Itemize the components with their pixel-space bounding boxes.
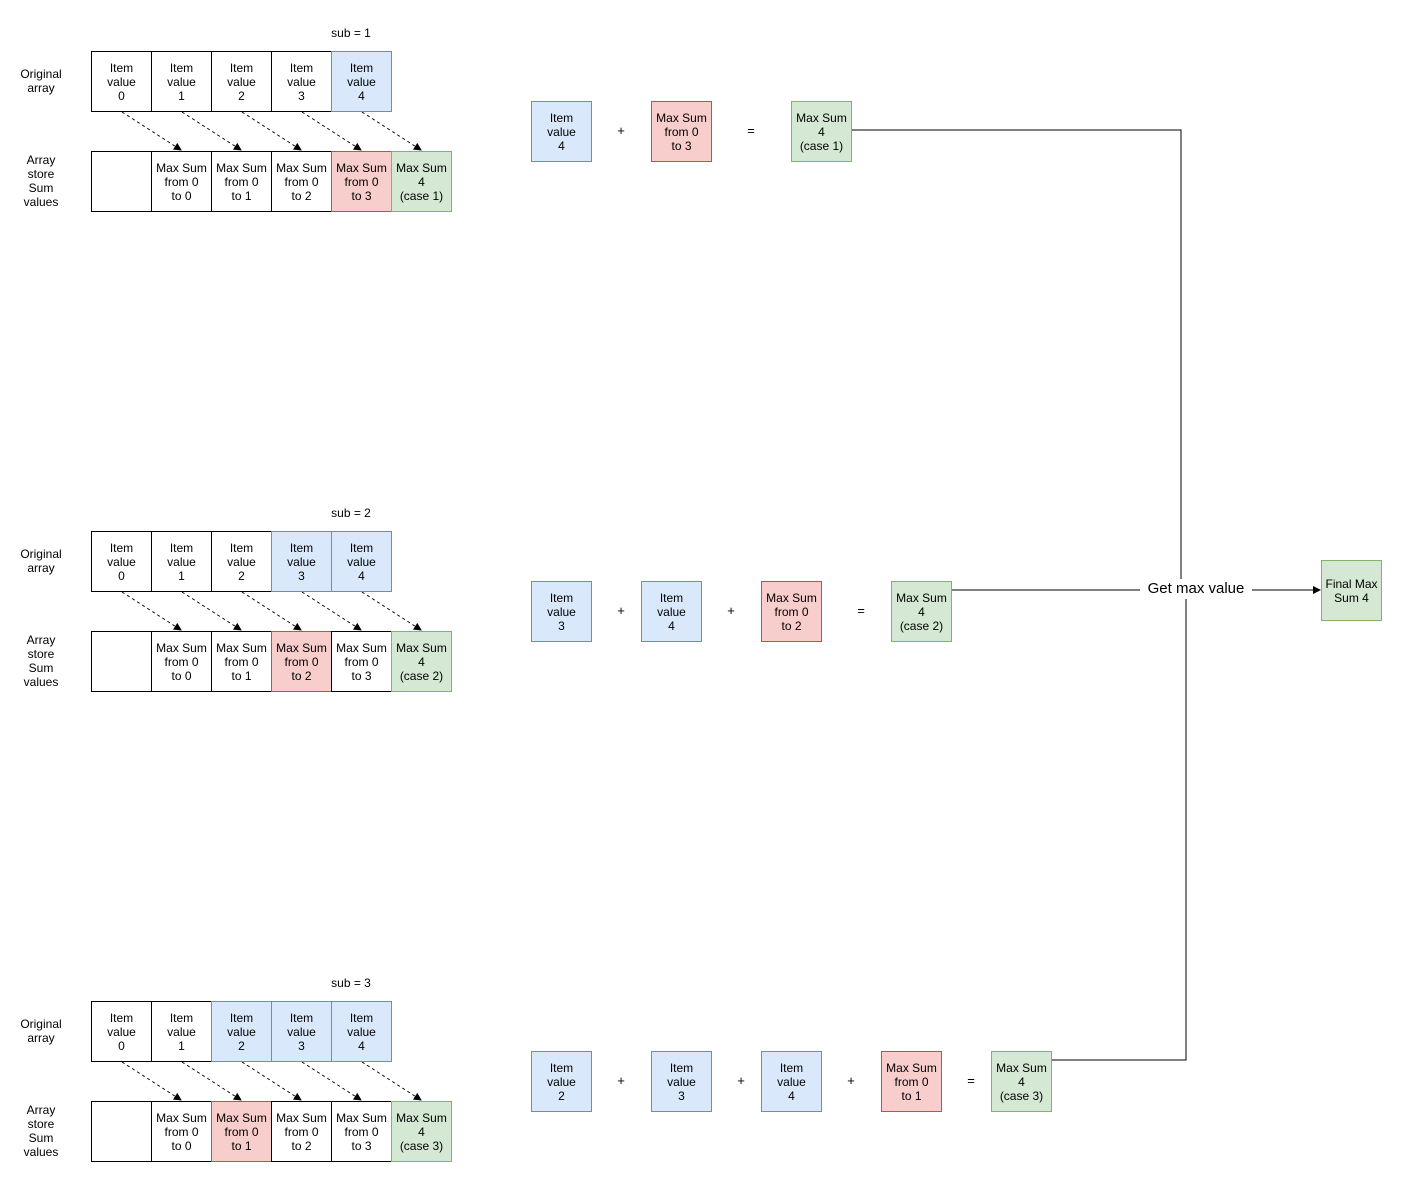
array-store-label: Array store Sum values	[23, 153, 59, 209]
store-array-cell: Max Sum from 0 to 1	[211, 151, 272, 212]
original-array-cell: Item value 2	[211, 51, 272, 112]
equals-sign: =	[747, 123, 755, 138]
plus-sign: +	[617, 123, 625, 138]
original-array-cell: Item value 1	[151, 531, 212, 592]
dashed-arrow	[361, 1061, 422, 1101]
store-array-cell: Max Sum from 0 to 0	[151, 151, 212, 212]
dashed-arrow	[361, 591, 422, 631]
store-array-cell: Max Sum from 0 to 2	[271, 1101, 332, 1162]
sub-label: sub = 1	[331, 26, 371, 40]
original-array-label: Original array	[20, 547, 62, 575]
original-array-cell: Item value 4	[331, 531, 392, 592]
store-array-cell	[91, 1101, 152, 1162]
original-array-cell: Item value 3	[271, 531, 332, 592]
case-3-connector	[1051, 590, 1187, 1061]
plus-sign: +	[617, 603, 625, 618]
equals-sign: =	[857, 603, 865, 618]
store-array-cell: Max Sum from 0 to 3	[331, 151, 392, 212]
equation-term-box: Item value 4	[531, 101, 592, 162]
dashed-arrow	[301, 1061, 362, 1101]
case-result-box: Max Sum 4 (case 1)	[791, 101, 852, 162]
equation-term-box: Max Sum from 0 to 2	[761, 581, 822, 642]
store-array-cell: Max Sum from 0 to 0	[151, 1101, 212, 1162]
store-array-cell	[91, 151, 152, 212]
store-array-cell: Max Sum from 0 to 1	[211, 1101, 272, 1162]
sub-label: sub = 3	[331, 976, 371, 990]
equation-term-box: Max Sum from 0 to 1	[881, 1051, 942, 1112]
original-array-cell: Item value 3	[271, 1001, 332, 1062]
dashed-arrow	[241, 1061, 302, 1101]
equation-term-box: Item value 4	[641, 581, 702, 642]
plus-sign: +	[727, 603, 735, 618]
dashed-arrow	[121, 591, 182, 631]
get-max-value-label: Get max value	[1140, 579, 1252, 599]
store-array-cell: Max Sum from 0 to 3	[331, 1101, 392, 1162]
dashed-arrow	[241, 591, 302, 631]
plus-sign: +	[737, 1073, 745, 1088]
equation-term-box: Item value 2	[531, 1051, 592, 1112]
dashed-arrow	[181, 111, 242, 151]
equation-term-box: Item value 4	[761, 1051, 822, 1112]
store-array-cell: Max Sum 4 (case 1)	[391, 151, 452, 212]
equation-term-box: Item value 3	[651, 1051, 712, 1112]
store-array-cell: Max Sum 4 (case 2)	[391, 631, 452, 692]
dashed-arrow	[121, 1061, 182, 1101]
plus-sign: +	[617, 1073, 625, 1088]
original-array-cell: Item value 2	[211, 531, 272, 592]
original-array-cell: Item value 0	[91, 1001, 152, 1062]
final-max-sum-box: Final Max Sum 4	[1321, 560, 1382, 621]
case-result-box: Max Sum 4 (case 3)	[991, 1051, 1052, 1112]
store-array-cell: Max Sum from 0 to 3	[331, 631, 392, 692]
dashed-arrow	[301, 111, 362, 151]
dashed-arrow	[121, 111, 182, 151]
store-array-cell: Max Sum from 0 to 1	[211, 631, 272, 692]
merge-lines	[851, 129, 1321, 1061]
array-store-label: Array store Sum values	[23, 633, 59, 689]
store-array-cell: Max Sum from 0 to 2	[271, 631, 332, 692]
store-array-cell: Max Sum from 0 to 0	[151, 631, 212, 692]
original-array-label: Original array	[20, 67, 62, 95]
equation-term-box: Item value 3	[531, 581, 592, 642]
plus-sign: +	[847, 1073, 855, 1088]
original-array-cell: Item value 4	[331, 1001, 392, 1062]
original-array-cell: Item value 0	[91, 51, 152, 112]
store-array-cell	[91, 631, 152, 692]
case-result-box: Max Sum 4 (case 2)	[891, 581, 952, 642]
dashed-arrow	[361, 111, 422, 151]
dashed-arrow	[181, 591, 242, 631]
case-1-connector	[851, 129, 1182, 590]
original-array-cell: Item value 1	[151, 51, 212, 112]
store-array-cell: Max Sum 4 (case 3)	[391, 1101, 452, 1162]
array-store-label: Array store Sum values	[23, 1103, 59, 1159]
original-array-cell: Item value 3	[271, 51, 332, 112]
original-array-cell: Item value 4	[331, 51, 392, 112]
equation-term-box: Max Sum from 0 to 3	[651, 101, 712, 162]
original-array-label: Original array	[20, 1017, 62, 1045]
dashed-arrow	[241, 111, 302, 151]
store-array-cell: Max Sum from 0 to 2	[271, 151, 332, 212]
original-array-cell: Item value 2	[211, 1001, 272, 1062]
dashed-arrows	[121, 111, 422, 1101]
equals-sign: =	[967, 1073, 975, 1088]
original-array-cell: Item value 0	[91, 531, 152, 592]
original-array-cell: Item value 1	[151, 1001, 212, 1062]
dashed-arrow	[181, 1061, 242, 1101]
dashed-arrow	[301, 591, 362, 631]
sub-label: sub = 2	[331, 506, 371, 520]
